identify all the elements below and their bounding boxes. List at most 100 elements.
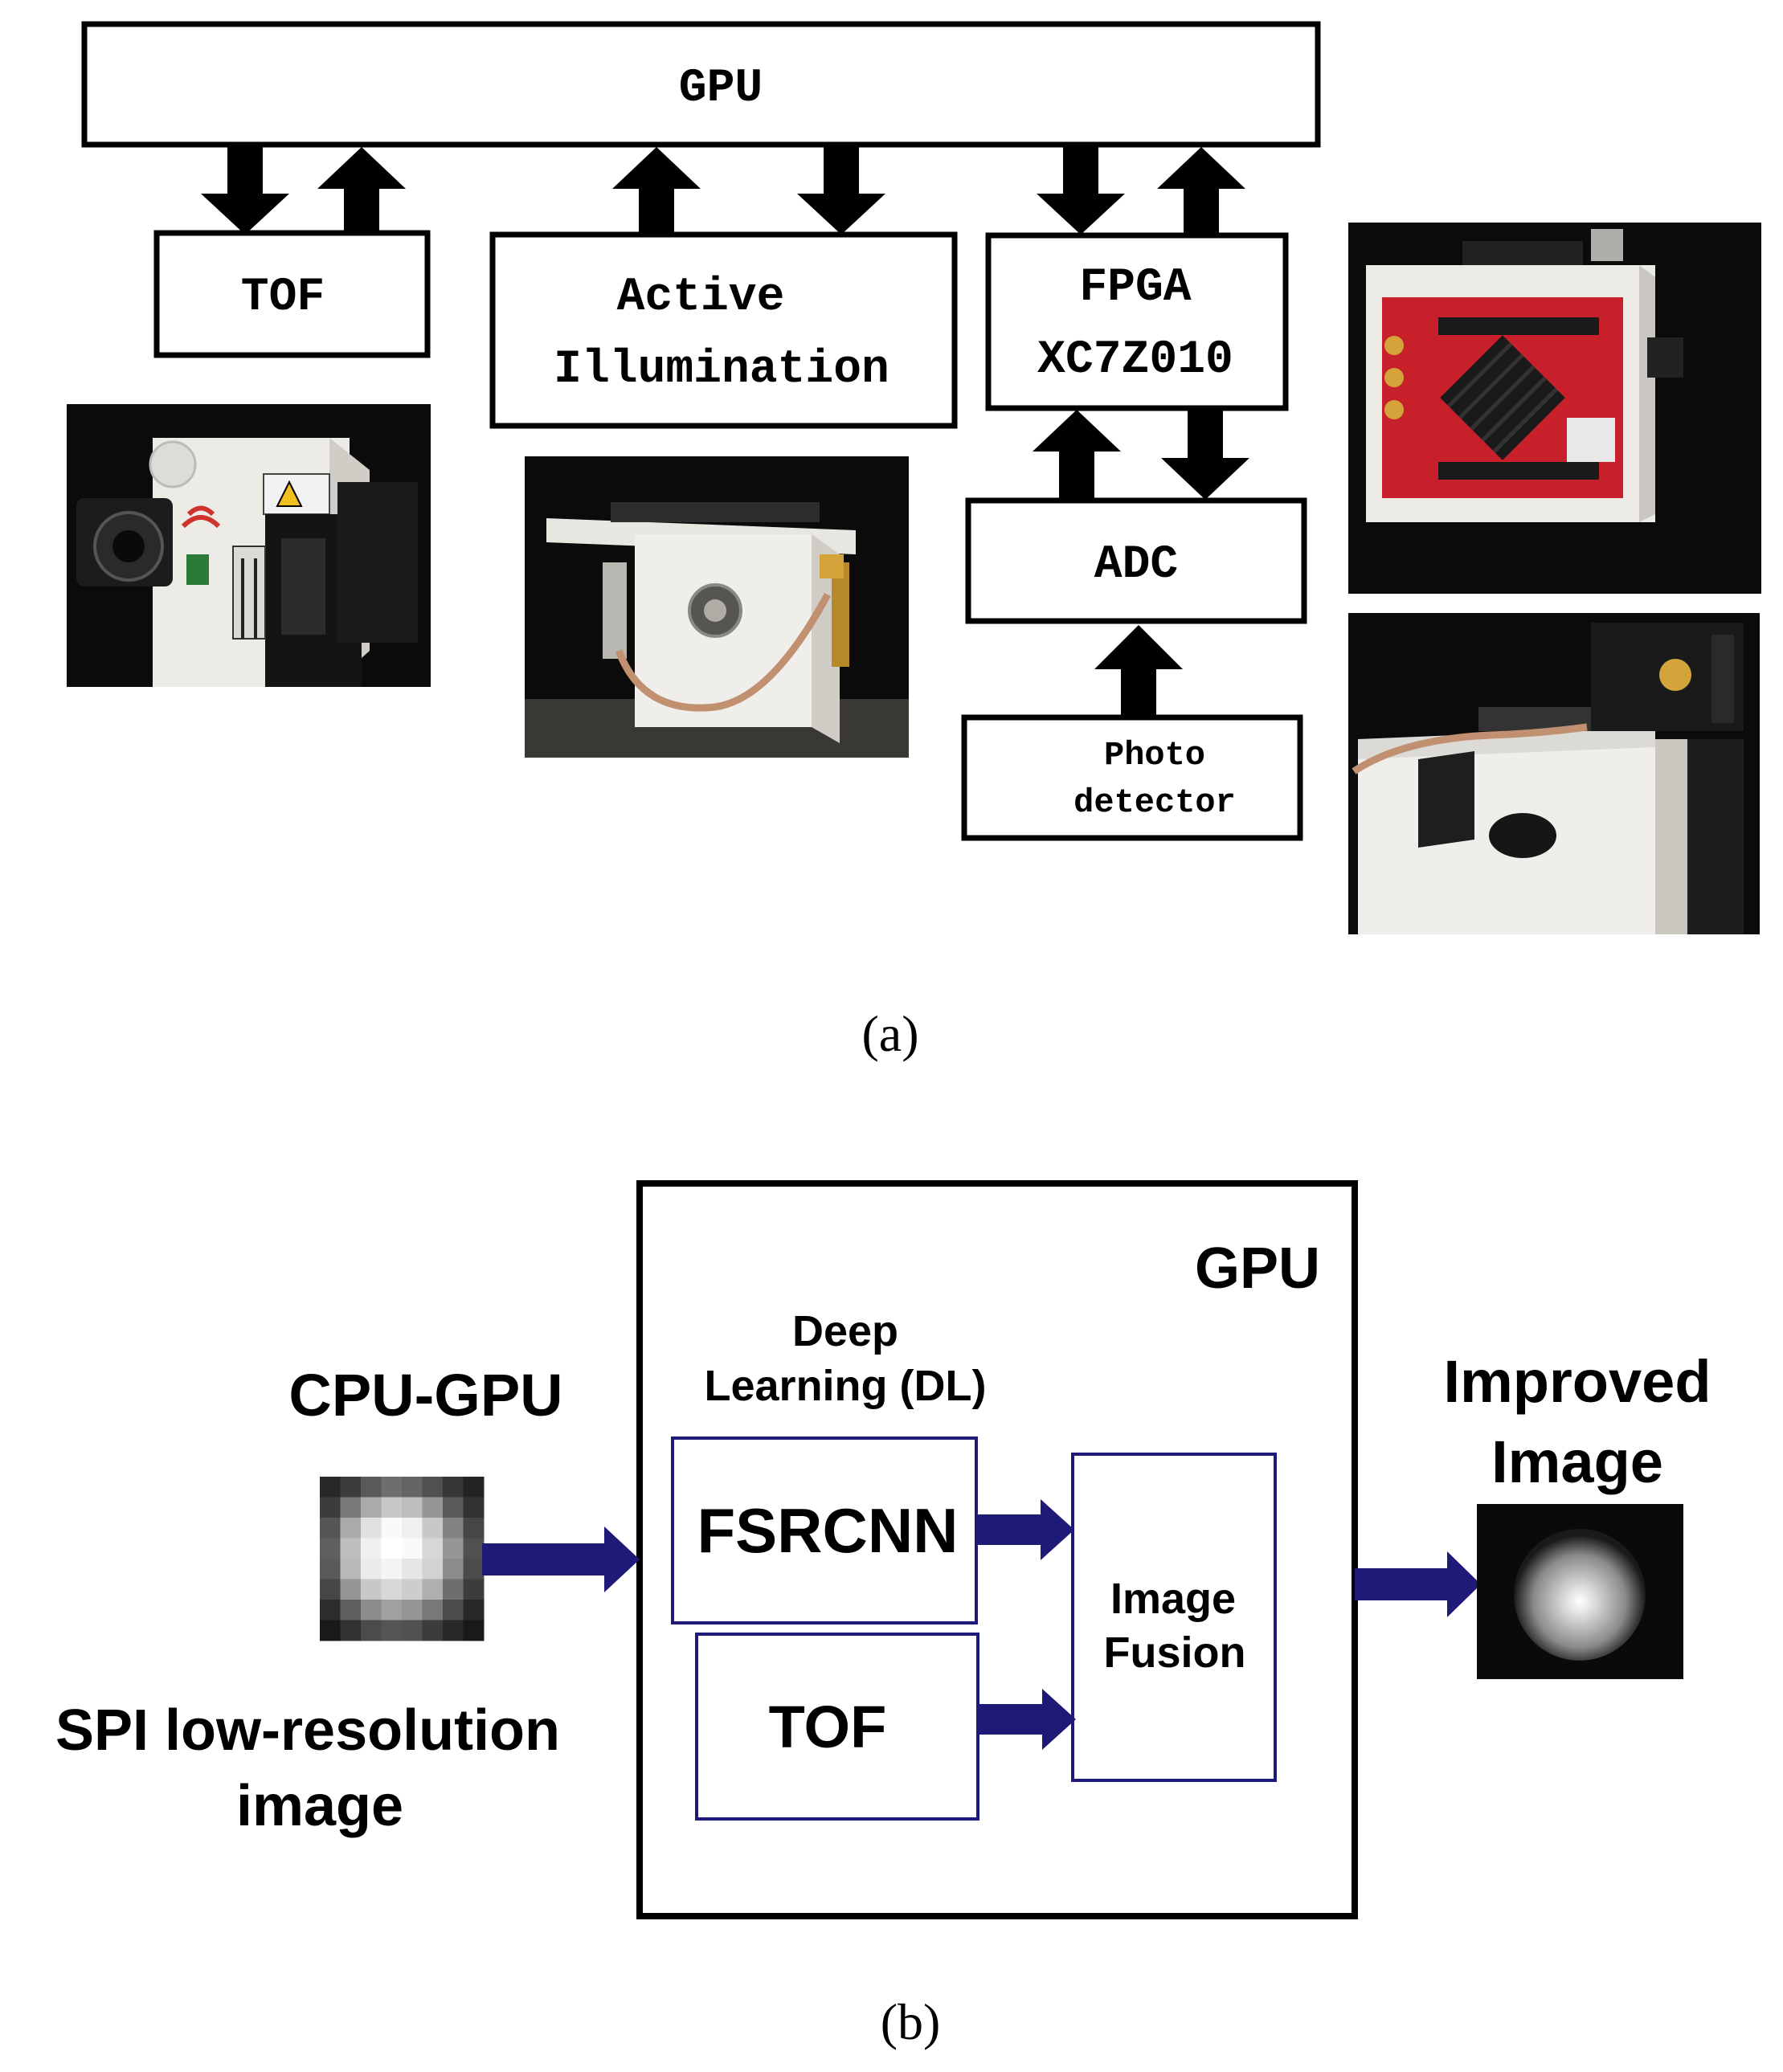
tof-camera-photo (67, 404, 431, 687)
pixel (422, 1477, 444, 1498)
pixel (361, 1559, 382, 1580)
spi-line1: SPI low-resolution (55, 1698, 560, 1763)
pixel (340, 1600, 362, 1620)
pixel (381, 1518, 403, 1539)
arrow-photodetector-to-adc (1094, 625, 1183, 717)
pixel (443, 1620, 464, 1641)
pixel (381, 1497, 403, 1518)
caption-a: (a) (861, 1005, 918, 1062)
illumination-line2: Illumination (554, 344, 889, 396)
pixel (422, 1559, 444, 1580)
photodetector-photo (1348, 613, 1760, 934)
deep-learning-line1: Deep (792, 1307, 898, 1355)
panel-b: GPU Deep Learning (DL) FSRCNN TOF Image … (55, 1180, 1711, 2050)
pixel (402, 1518, 423, 1539)
fpga-box (985, 232, 1289, 411)
pixel (361, 1538, 382, 1559)
pixel (463, 1477, 485, 1498)
pixel (340, 1559, 362, 1580)
pixel (463, 1579, 485, 1600)
arrow-adc-to-fpga (1033, 410, 1121, 500)
arrow-input-to-gpu (482, 1526, 640, 1592)
deep-learning-line2: Learning (DL) (705, 1362, 987, 1410)
pixel (402, 1559, 423, 1580)
spi-line2: image (236, 1774, 403, 1838)
tof-label: TOF (241, 272, 325, 324)
arrow-fpga-to-adc (1161, 410, 1249, 500)
arrow-tof-to-fusion (978, 1689, 1076, 1750)
tof-box (153, 230, 431, 358)
pixel (443, 1497, 464, 1518)
pixel (422, 1497, 444, 1518)
pixel (402, 1477, 423, 1498)
pixel (361, 1600, 382, 1620)
pixel (422, 1600, 444, 1620)
active-illumination-box (489, 231, 958, 429)
photodetector-box (961, 714, 1303, 841)
gpu-box (81, 21, 1321, 148)
pixel (361, 1620, 382, 1641)
arrow-gpu-to-tof (201, 147, 289, 235)
arrow-fpga-to-gpu (1157, 147, 1245, 235)
photodetector-line1: Photo (1104, 736, 1205, 774)
arrow-tof-to-gpu (317, 147, 406, 233)
arrow-fsrcnn-to-fusion (976, 1499, 1074, 1560)
pixel (320, 1579, 341, 1600)
pixel (443, 1579, 464, 1600)
illumination-line1: Active (617, 272, 785, 324)
image-fusion-box (1071, 1453, 1277, 1782)
pixel (381, 1477, 403, 1498)
pixel (340, 1538, 362, 1559)
pixel (402, 1538, 423, 1559)
gpu-container-label: GPU (1195, 1236, 1320, 1301)
pixel (463, 1600, 485, 1620)
improved-line2: Image (1491, 1428, 1663, 1495)
pixel (340, 1579, 362, 1600)
pixel (443, 1518, 464, 1539)
pixel (361, 1477, 382, 1498)
pixel (381, 1600, 403, 1620)
pixel (320, 1497, 341, 1518)
image-fusion-line2: Fusion (1104, 1629, 1246, 1677)
fsrcnn-box (671, 1437, 978, 1624)
gpu-label: GPU (679, 63, 763, 115)
arrow-gpu-to-output (1355, 1551, 1481, 1617)
pixel (443, 1559, 464, 1580)
pixel (340, 1497, 362, 1518)
adc-box (965, 497, 1307, 624)
improved-line1: Improved (1443, 1348, 1711, 1415)
pixel (320, 1600, 341, 1620)
pixel (463, 1538, 485, 1559)
pixel (320, 1538, 341, 1559)
image-fusion-line1: Image (1110, 1575, 1236, 1623)
pixel (463, 1497, 485, 1518)
pixel (402, 1579, 423, 1600)
pixel (381, 1559, 403, 1580)
pixel (381, 1538, 403, 1559)
pixel (463, 1518, 485, 1539)
pixel (320, 1518, 341, 1539)
pixel (422, 1538, 444, 1559)
pixel (340, 1518, 362, 1539)
tof-box-b (695, 1633, 979, 1821)
pixel (361, 1579, 382, 1600)
pixel (340, 1620, 362, 1641)
photodetector-line2: detector (1073, 783, 1236, 822)
pixel (340, 1477, 362, 1498)
panel-a: GPU TOF (67, 21, 1761, 1062)
pixel (422, 1620, 444, 1641)
pixel (320, 1477, 341, 1498)
pixel (402, 1497, 423, 1518)
pixel (463, 1559, 485, 1580)
illumination-module-photo (525, 456, 909, 758)
pixel (381, 1620, 403, 1641)
arrow-gpu-to-illum (797, 147, 885, 235)
low-resolution-image (320, 1477, 485, 1641)
pixel (443, 1477, 464, 1498)
arrow-gpu-to-fpga (1037, 147, 1125, 235)
pixel (422, 1518, 444, 1539)
pixel (443, 1538, 464, 1559)
fpga-line1: FPGA (1079, 262, 1191, 314)
pixel (422, 1579, 444, 1600)
